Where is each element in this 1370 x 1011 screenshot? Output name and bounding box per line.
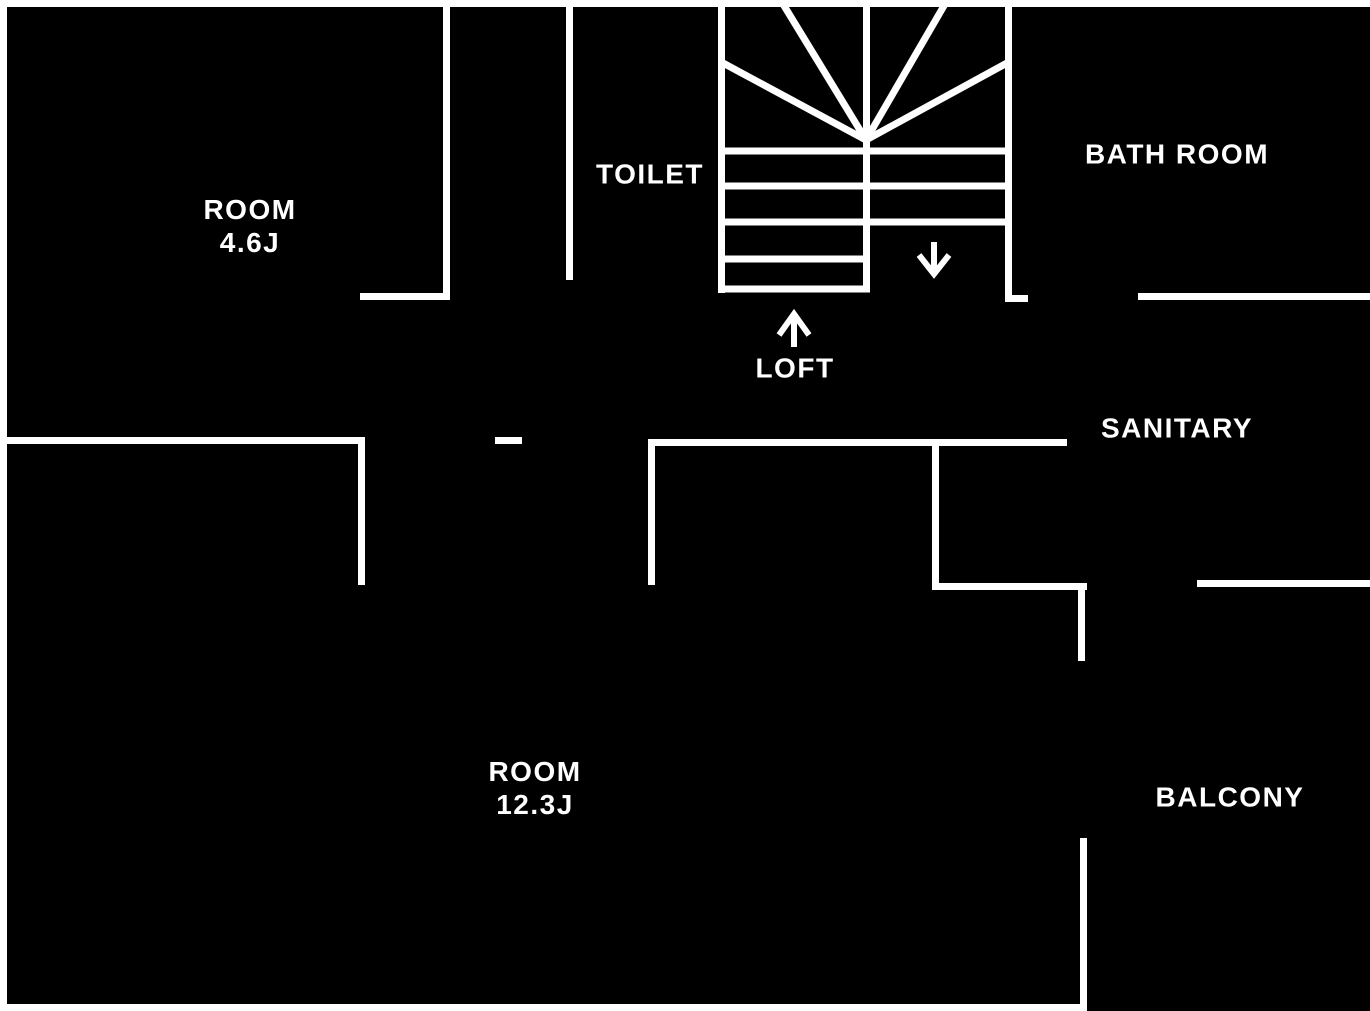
room-label-sanitary: SANITARY	[1101, 412, 1253, 445]
room-size: 4.6J	[219, 227, 281, 258]
room-name: LOFT	[755, 352, 835, 384]
room-label-room-12.3j: ROOM 12.3J	[488, 755, 581, 821]
room-label-toilet: TOILET	[596, 158, 704, 191]
room-name: ROOM	[203, 194, 297, 225]
room-name: SANITARY	[1101, 412, 1253, 444]
room-name: BALCONY	[1155, 781, 1305, 813]
stair-winder-ray	[862, 2, 949, 142]
room-name: ROOM	[488, 756, 582, 787]
room-name: TOILET	[595, 158, 705, 190]
room-name: BATH ROOM	[1084, 138, 1270, 170]
stair-winder-ray	[721, 59, 868, 144]
room-label-balcony: BALCONY	[1156, 781, 1305, 814]
room-label-bath-room: BATH ROOM	[1085, 138, 1269, 171]
room-label-loft: LOFT	[755, 352, 834, 385]
staircase	[718, 2, 1028, 302]
room-label-room-4.6j: ROOM 4.6J	[203, 193, 296, 259]
stairs-down-arrow	[916, 242, 952, 279]
stair-winder-ray	[780, 2, 869, 142]
room-size: 12.3J	[496, 789, 574, 820]
stair-winder-ray	[864, 59, 1009, 144]
loft-up-arrow	[776, 308, 812, 347]
